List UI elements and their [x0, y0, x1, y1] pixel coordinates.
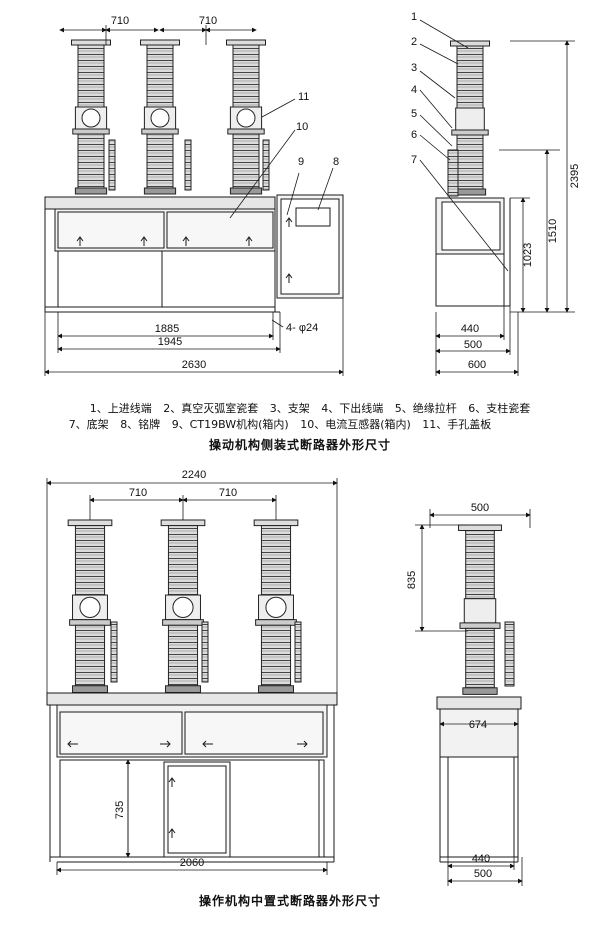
legend-item: 4、下出线端	[321, 402, 384, 415]
top-front-view	[44, 39, 344, 313]
legend: 1、上进线端 2、真空灭弧室瓷套 3、支架 4、下出线端 5、绝缘拉杆 6、支柱…	[0, 401, 600, 433]
legend-item: 8、铭牌	[120, 418, 161, 431]
svg-text:9: 9	[298, 156, 304, 168]
svg-text:1885: 1885	[155, 323, 179, 335]
svg-text:440: 440	[472, 853, 490, 865]
svg-text:2060: 2060	[180, 857, 204, 869]
pole	[67, 519, 113, 693]
bottom-caption: 操作机构中置式断路器外形尺寸	[198, 894, 381, 908]
top-side-dimensions	[419, 19, 575, 376]
svg-text:710: 710	[199, 15, 217, 27]
legend-item: 9、CT19BW机构(箱内)	[171, 418, 289, 431]
pole	[140, 39, 180, 195]
svg-text:2630: 2630	[182, 359, 206, 371]
svg-text:5: 5	[411, 108, 417, 120]
bottom-side-labels: 500 835 674 440 500	[406, 502, 492, 880]
legend-item: 11、手孔盖板	[422, 418, 492, 431]
legend-row-1: 1、上进线端 2、真空灭弧室瓷套 3、支架 4、下出线端 5、绝缘拉杆 6、支柱…	[0, 401, 600, 417]
svg-text:440: 440	[461, 323, 479, 335]
pole	[71, 39, 111, 195]
svg-text:4- φ24: 4- φ24	[286, 322, 318, 334]
svg-text:2395: 2395	[569, 164, 581, 188]
svg-text:710: 710	[219, 487, 237, 499]
svg-text:3: 3	[411, 62, 417, 74]
svg-text:710: 710	[111, 15, 129, 27]
legend-row-2: 7、底架 8、铭牌 9、CT19BW机构(箱内) 10、电流互感器(箱内) 11…	[0, 417, 600, 433]
svg-text:10: 10	[296, 121, 308, 133]
svg-text:2: 2	[411, 36, 417, 48]
svg-text:1945: 1945	[158, 336, 182, 348]
svg-text:4: 4	[411, 84, 417, 96]
pole	[160, 519, 206, 693]
svg-text:710: 710	[129, 487, 147, 499]
svg-text:735: 735	[114, 801, 126, 819]
top-side-view	[435, 40, 511, 307]
bottom-front-dimensions	[46, 478, 338, 875]
top-front-dimensions	[44, 25, 344, 376]
svg-text:1023: 1023	[522, 243, 534, 267]
pole	[450, 40, 490, 196]
bottom-side-dimensions	[415, 509, 531, 886]
top-caption: 操动机构侧装式断路器外形尺寸	[208, 438, 391, 452]
svg-text:2240: 2240	[182, 469, 206, 481]
legend-item: 1、上进线端	[89, 402, 152, 415]
top-front-labels: 710 710 1885 1945 2630 4- φ24 11 10 9 8	[111, 15, 339, 371]
legend-item: 3、支架	[269, 402, 310, 415]
legend-item: 7、底架	[68, 418, 109, 431]
pole	[458, 524, 502, 695]
svg-text:500: 500	[471, 502, 489, 514]
pole	[226, 39, 266, 195]
svg-text:1510: 1510	[547, 219, 559, 243]
bottom-front-labels: 2240 710 710 735 2060	[114, 469, 237, 869]
svg-text:8: 8	[333, 156, 339, 168]
bottom-side-view	[436, 524, 522, 863]
svg-text:500: 500	[464, 339, 482, 351]
bottom-front-view	[46, 519, 338, 863]
svg-text:500: 500	[474, 868, 492, 880]
svg-text:674: 674	[469, 719, 487, 731]
legend-item: 6、支柱瓷套	[468, 402, 531, 415]
svg-text:1: 1	[411, 11, 417, 23]
legend-item: 5、绝缘拉杆	[394, 402, 457, 415]
svg-text:11: 11	[298, 91, 309, 103]
svg-text:7: 7	[411, 154, 417, 166]
svg-text:835: 835	[406, 571, 418, 589]
legend-item: 10、电流互感器(箱内)	[300, 418, 411, 431]
svg-text:600: 600	[468, 359, 486, 371]
svg-text:6: 6	[411, 129, 417, 141]
legend-item: 2、真空灭弧室瓷套	[163, 402, 259, 415]
top-side-labels: 1 2 3 4 5 6 7 440 500 600 1023 1510 2395	[411, 11, 581, 371]
pole	[253, 519, 299, 693]
